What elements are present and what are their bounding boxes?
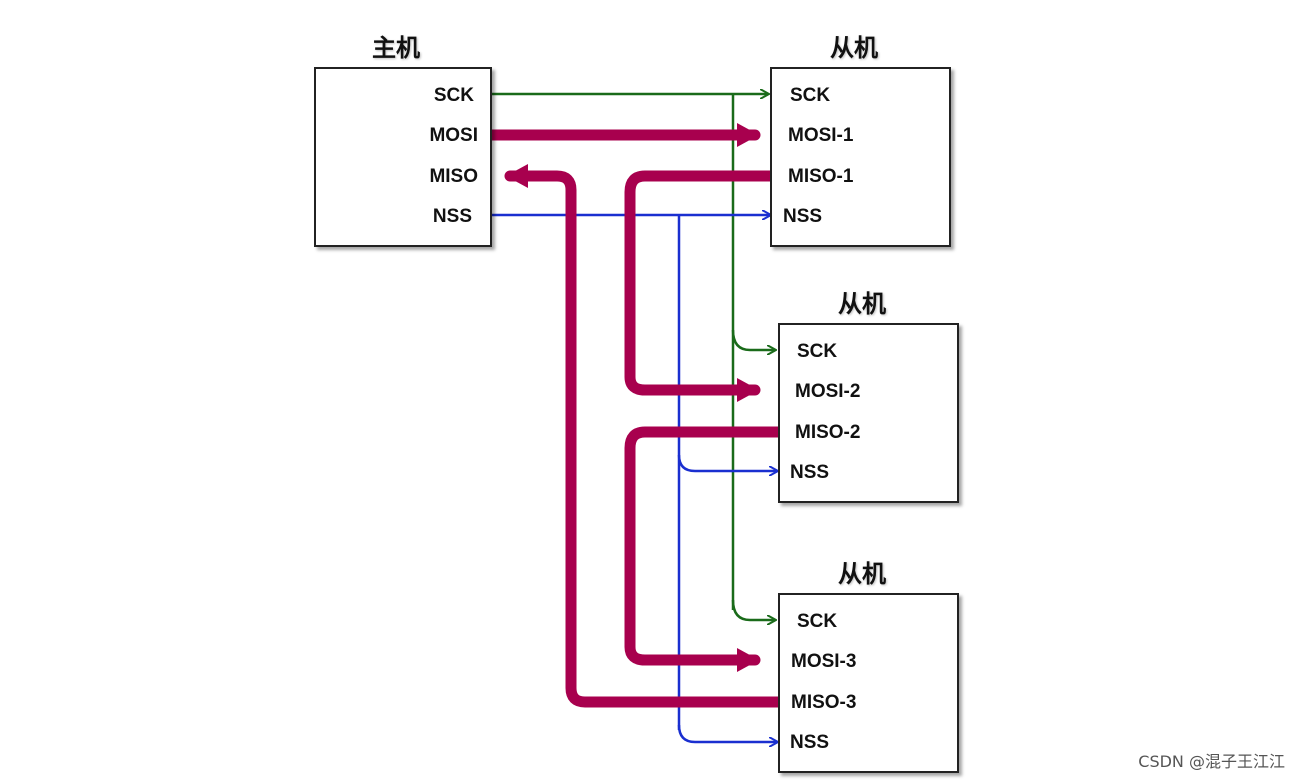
slave-1-box: SCK MOSI-1 MISO-1 NSS [770,67,951,247]
master-title: 主机 [372,34,420,62]
master-pin-sck: SCK [433,85,474,106]
slave-1-pin-sck: SCK [790,85,831,106]
miso-1-to-mosi-2-wire [624,170,778,402]
sck-wire-slave-2 [731,329,775,350]
slave-2-box: SCK MOSI-2 MISO-2 NSS [778,323,959,503]
master-box: SCK MOSI MISO NSS [314,67,492,247]
nss-wire-slave-2 [677,454,777,471]
slave-1-pin-mosi: MOSI-1 [788,125,854,146]
slave-1-title: 从机 [830,34,878,62]
slave-3-pin-nss: NSS [790,732,830,753]
data-wires [486,123,784,708]
slave-3-pin-miso: MISO-3 [791,692,857,713]
slave-1-pin-miso: MISO-1 [788,166,854,187]
nss-wire-slave-3 [677,724,777,742]
slave-2-pin-nss: NSS [790,462,830,483]
slave-2-pin-sck: SCK [797,341,838,362]
slave-3-box: SCK MOSI-3 MISO-3 NSS [778,593,959,773]
slave-3-title: 从机 [838,560,886,588]
miso-3-to-master-wire [504,164,784,708]
slave-2-title: 从机 [838,290,886,318]
watermark: CSDN @混子王江江 [1138,752,1285,771]
master-pin-nss: NSS [432,206,472,227]
sck-wire-slave-3 [731,599,775,620]
master-pin-miso: MISO [429,166,478,187]
slave-2-pin-mosi: MOSI-2 [795,381,861,402]
miso-2-to-mosi-3-wire [624,426,784,672]
slave-2-pin-miso: MISO-2 [795,422,861,443]
slave-3-pin-mosi: MOSI-3 [791,651,857,672]
slave-3-pin-sck: SCK [797,611,838,632]
slave-1-pin-nss: NSS [783,206,823,227]
master-pin-mosi: MOSI [429,125,478,146]
